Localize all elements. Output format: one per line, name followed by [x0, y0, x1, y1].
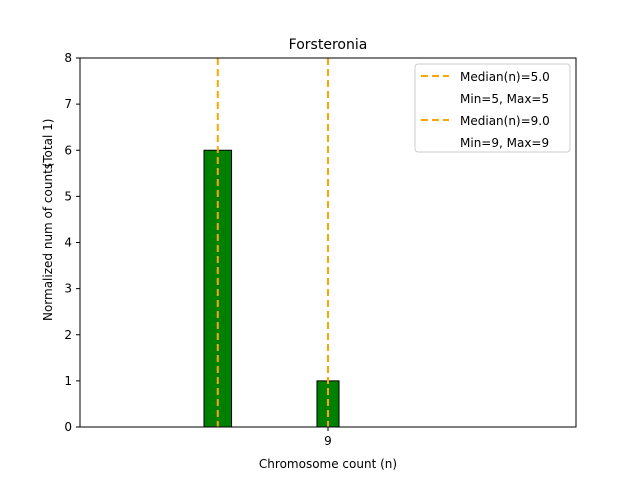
y-tick-label-0: 0: [64, 420, 72, 434]
y-axis-label: Normalized num of counts: [41, 163, 55, 321]
legend: Median(n)=5.0 Min=5, Max=5 Median(n)=9.0…: [414, 63, 571, 153]
y-tick-label-6: 6: [64, 143, 72, 157]
x-tick-label-9: 9: [324, 434, 332, 448]
y-tick-label-8: 8: [64, 51, 72, 65]
y-axis-total-note: (Total 1): [41, 119, 55, 168]
y-tick-label-4: 4: [64, 236, 72, 250]
y-tick-label-1: 1: [64, 374, 72, 388]
y-tick-label-7: 7: [64, 97, 72, 111]
y-tick-label-5: 5: [64, 189, 72, 203]
plot-frame: [79, 57, 577, 428]
legend-box: [414, 63, 571, 153]
y-tick-label-2: 2: [64, 328, 72, 342]
y-tick-label-3: 3: [64, 282, 72, 296]
legend-sublabel-2: Min=9, Max=9: [460, 136, 549, 150]
legend-label-1: Median(n)=5.0: [460, 70, 550, 84]
chart-title: Forsteronia: [289, 37, 368, 53]
x-axis-label: Chromosome count (n): [259, 457, 397, 471]
legend-sublabel-1: Min=5, Max=5: [460, 92, 549, 106]
legend-label-2: Median(n)=9.0: [460, 114, 550, 128]
